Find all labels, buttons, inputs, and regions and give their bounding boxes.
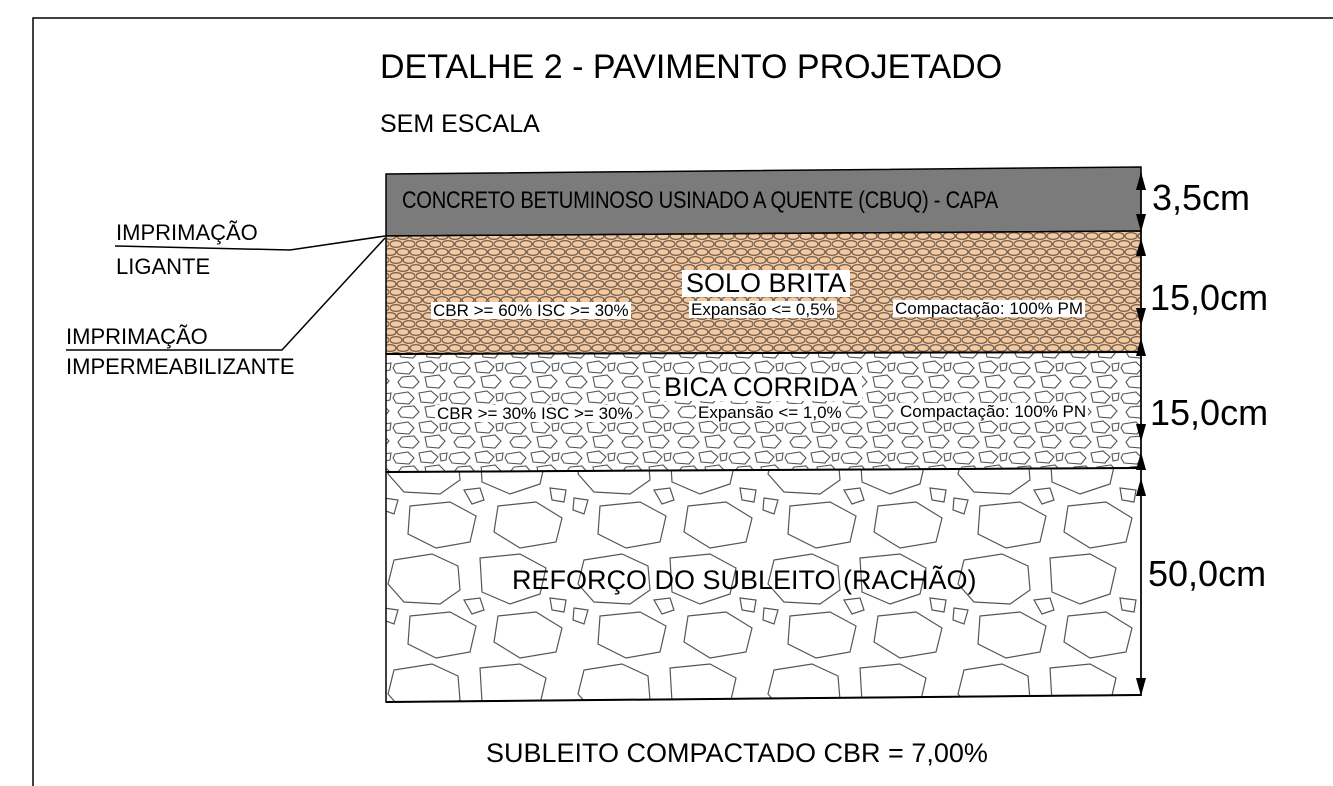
layer-solo-brita-thickness: 15,0cm bbox=[1150, 277, 1269, 318]
dimension-arrow bbox=[1136, 424, 1146, 442]
callout-imprimacao-impermeabilizante-line2: IMPERMEABILIZANTE bbox=[66, 354, 295, 379]
layer-solo-brita-label: SOLO BRITA bbox=[682, 270, 851, 297]
callout-imprimacao-impermeabilizante-line1: IMPRIMAÇÃO bbox=[66, 324, 208, 349]
dimension-arrow bbox=[1136, 172, 1146, 190]
layer-bica-corrida-compactacao: Compactação: 100% PN bbox=[898, 402, 1089, 421]
leader-imprimacao-ligante bbox=[114, 235, 386, 251]
dimension-arrow bbox=[1136, 308, 1146, 326]
layer-divider bbox=[385, 351, 1142, 355]
layer-divider bbox=[385, 694, 1142, 703]
dimension-arrow bbox=[1136, 478, 1146, 496]
layer-cbuq-label: CONCRETO BETUMINOSO USINADO A QUENTE (CB… bbox=[402, 187, 999, 214]
layer-bica-corrida-thickness: 15,0cm bbox=[1150, 392, 1269, 433]
layer-divider bbox=[385, 467, 1142, 473]
layer-solo-brita-compactacao: Compactação: 100% PM bbox=[893, 299, 1086, 318]
dimension-arrow bbox=[1136, 238, 1146, 256]
dimension-arrow bbox=[1136, 214, 1146, 232]
callout-imprimacao-ligante-line1: IMPRIMAÇÃO bbox=[116, 220, 258, 245]
dimension-arrow bbox=[1136, 338, 1146, 356]
layer-solo-brita-expansao: Expansão <= 0,5% bbox=[689, 300, 837, 319]
layer-bica-corrida-expansao: Expansão <= 1,0% bbox=[696, 403, 844, 422]
layer-solo-brita-cbr: CBR >= 60% ISC >= 30% bbox=[431, 301, 631, 320]
page-title: DETALHE 2 - PAVIMENTO PROJETADO bbox=[380, 48, 1003, 86]
drawing-frame bbox=[32, 17, 1333, 786]
layer-bica-corrida-label: BICA CORRIDA bbox=[660, 374, 862, 401]
dimension-arrow bbox=[1136, 678, 1146, 696]
layer-bica-corrida-cbr: CBR >= 30% ISC >= 30% bbox=[435, 404, 635, 423]
dimension-arrow bbox=[1136, 452, 1146, 470]
scale-note: SEM ESCALA bbox=[380, 110, 540, 138]
callout-imprimacao-ligante-line2: LIGANTE bbox=[116, 254, 211, 279]
leader-imprimacao-impermeabilizante bbox=[66, 237, 386, 351]
layer-reforco-subleito-label: REFORÇO DO SUBLEITO (RACHÃO) bbox=[512, 565, 977, 595]
layer-cbuq-thickness: 3,5cm bbox=[1152, 177, 1251, 218]
subgrade-note: SUBLEITO COMPACTADO CBR = 7,00% bbox=[486, 738, 988, 768]
layer-reforco-subleito-thickness: 50,0cm bbox=[1148, 553, 1267, 594]
